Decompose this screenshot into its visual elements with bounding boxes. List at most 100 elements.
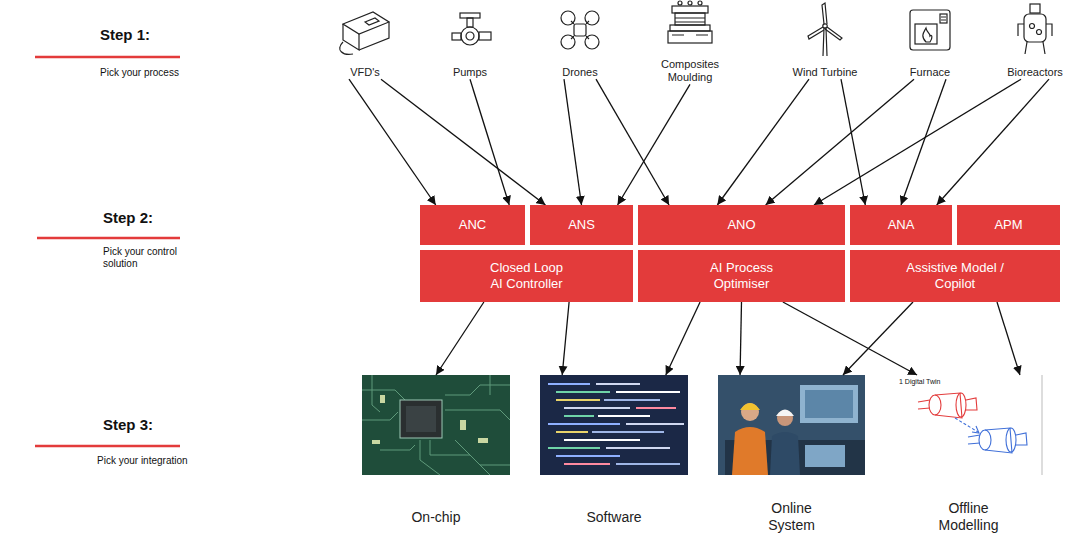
- digital-twin-picture: [1016, 433, 1027, 445]
- code-picture: [548, 423, 620, 425]
- control-room-picture: [770, 432, 800, 475]
- pump-icon: [452, 33, 461, 40]
- flow-arrow: [901, 79, 946, 205]
- control-box: ANO: [638, 205, 845, 245]
- integration-label: Software: [544, 509, 684, 526]
- code-picture: [564, 407, 630, 409]
- control-label: ANC: [459, 217, 486, 233]
- circuit-board-picture: [362, 412, 398, 420]
- flow-arrow: [564, 79, 582, 205]
- circuit-board-picture: [372, 440, 380, 444]
- vfd-icon: [343, 24, 359, 50]
- wind-turbine-icon: [823, 28, 827, 56]
- bioreactor-icon: [1037, 30, 1042, 35]
- process-label: Drones: [540, 66, 620, 79]
- control-box: Assistive Model / Copilot: [850, 250, 1060, 302]
- circuit-board-picture: [372, 395, 488, 444]
- digital-twin-picture: [966, 398, 977, 410]
- moulding-icon: [675, 18, 705, 22]
- bioreactor-icon: [1030, 24, 1035, 29]
- vfd-icon: [340, 42, 353, 54]
- code-picture: [564, 463, 610, 465]
- flow-arrow: [937, 79, 1049, 205]
- flow-arrow: [783, 302, 917, 375]
- bioreactor-icon: [1025, 42, 1045, 54]
- code-picture: [556, 391, 610, 393]
- code-picture: [548, 447, 600, 449]
- flow-arrow: [436, 302, 484, 375]
- process-label: Wind Turbine: [785, 66, 865, 79]
- process-label: Furnace: [890, 66, 970, 79]
- wind-turbine-icon: [808, 27, 824, 39]
- digital-twin-picture: [956, 393, 966, 417]
- circuit-board-picture: [445, 385, 510, 395]
- vfd-icon: [340, 12, 389, 54]
- control-label: Closed Loop AI Controller: [487, 260, 567, 291]
- flow-arrow: [596, 79, 669, 205]
- circuit-board-picture: [372, 375, 380, 412]
- flow-arrow: [740, 302, 741, 375]
- control-room-picture: [718, 375, 865, 475]
- digital-twin-picture: [918, 393, 977, 418]
- digital-twin-picture: [968, 435, 980, 444]
- code-picture: [548, 383, 590, 385]
- integration-label: Online System: [754, 500, 829, 534]
- furnace-icon: [923, 28, 932, 42]
- process-label: Composites Moulding: [650, 58, 730, 84]
- flow-arrow: [843, 302, 913, 375]
- control-room-picture: [741, 403, 759, 421]
- control-room-picture: [800, 385, 858, 423]
- pump-icon: [460, 13, 480, 18]
- code-picture: [598, 415, 650, 417]
- wind-turbine-icon: [823, 24, 827, 28]
- process-label: Pumps: [430, 66, 510, 79]
- integration-panel: Online System: [718, 375, 865, 475]
- control-room-picture: [776, 410, 794, 417]
- drone-icon: [571, 21, 589, 39]
- control-room-picture: [777, 410, 793, 426]
- digital-twin-picture: [929, 395, 941, 415]
- digital-twin-picture: [955, 418, 978, 432]
- process-node: Furnace: [890, 66, 970, 79]
- code-picture: [604, 399, 660, 401]
- control-box: ANS: [530, 205, 633, 245]
- control-box: ANC: [420, 205, 525, 245]
- code-picture: [606, 447, 670, 449]
- control-label: Assistive Model / Copilot: [900, 260, 1010, 291]
- circuit-board-picture: [362, 375, 510, 475]
- step-caption: Pick your process: [100, 67, 179, 79]
- digital-twin-picture: [895, 375, 1042, 475]
- digital-twin-picture: [972, 426, 979, 433]
- control-room-picture: [805, 390, 853, 418]
- digital-twin-picture: [979, 430, 991, 450]
- flow-arrow: [618, 84, 690, 205]
- image-caption: 1 Digital Twin: [899, 378, 941, 386]
- moulding-icon: [678, 1, 682, 5]
- circuit-board-picture: [445, 410, 510, 420]
- pump-icon: [479, 32, 491, 40]
- control-label: AI Process Optimiser: [702, 260, 782, 291]
- circuit-board-picture: [380, 395, 385, 403]
- code-picture: [596, 383, 640, 385]
- integration-label: On-chip: [366, 509, 506, 526]
- furnace-icon: [915, 24, 937, 44]
- wind-turbine-icon: [825, 27, 842, 40]
- moulding-icon: [698, 1, 702, 5]
- step-underline: [35, 445, 180, 448]
- vfd-icon: [359, 22, 389, 50]
- furnace-icon: [910, 10, 950, 50]
- control-room-picture: [805, 445, 845, 467]
- integration-label: Offline Modelling: [931, 500, 1006, 534]
- digital-twin-picture: [1006, 428, 1016, 452]
- code-picture: [626, 423, 684, 425]
- pump-icon: [467, 18, 473, 27]
- step-caption: Pick your integration: [97, 455, 188, 467]
- flow-arrow: [717, 79, 809, 205]
- moulding-icon: [668, 31, 712, 43]
- control-box: Closed Loop AI Controller: [420, 250, 633, 302]
- moulding-icon: [670, 25, 710, 31]
- furnace-icon: [910, 10, 950, 50]
- step-title: Step 1:: [100, 26, 150, 44]
- circuit-board-picture: [406, 406, 436, 432]
- flow-arrow: [997, 302, 1020, 375]
